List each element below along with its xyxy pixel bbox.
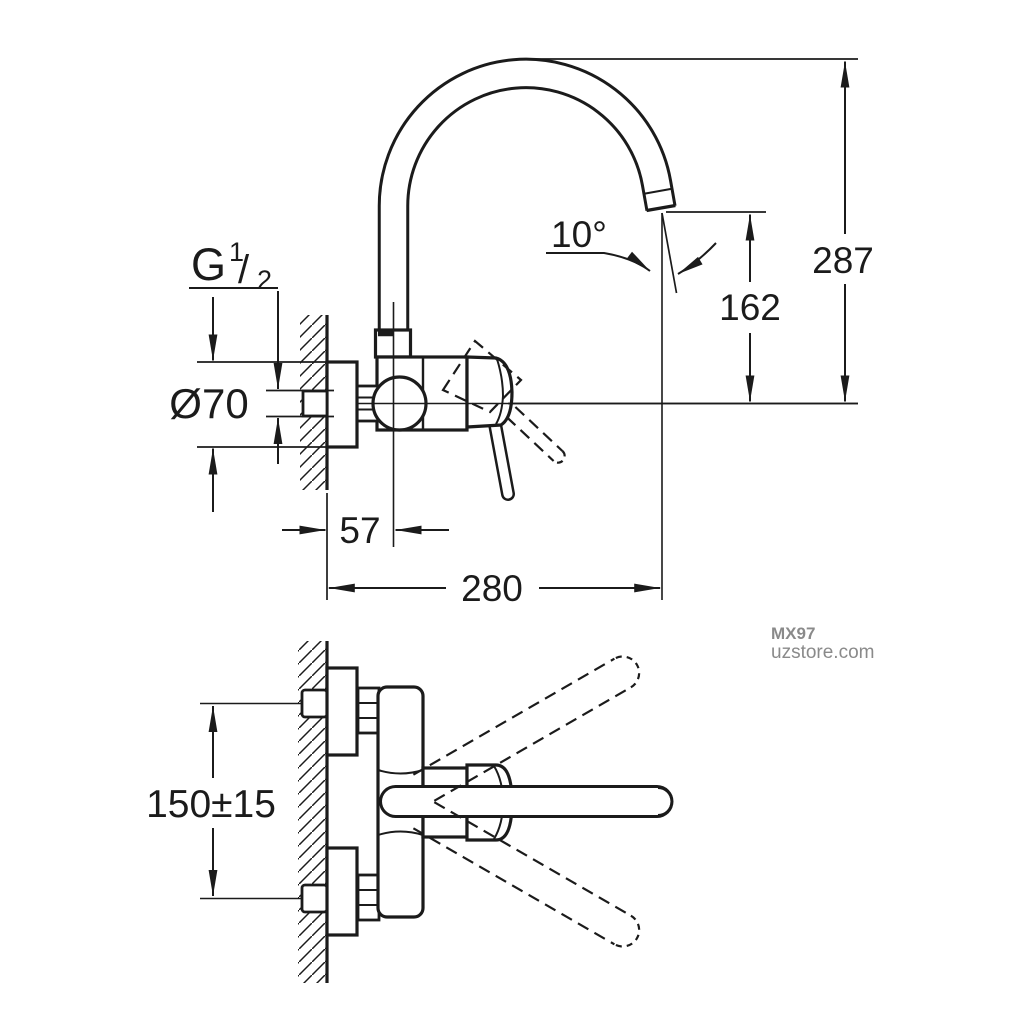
outlet-height-label: 162 xyxy=(719,287,781,328)
spout-swing-upper xyxy=(412,655,641,802)
upper-supply-fitting xyxy=(300,688,329,719)
handle-alt-edge-2 xyxy=(505,416,555,462)
swing-upper-edge-2 xyxy=(412,657,615,776)
thread-label-g: G xyxy=(191,239,226,290)
thread-label-slash: / xyxy=(238,248,250,292)
handle-inner xyxy=(490,419,513,499)
swing-lower-end xyxy=(613,914,641,948)
inlet-spacing-label: 150±15 xyxy=(146,783,276,826)
wall-axis-label: 57 xyxy=(339,510,380,551)
upper-escutcheon xyxy=(325,666,359,757)
watermark-site: uzstore.com xyxy=(771,642,874,663)
thread-label-den: 2 xyxy=(257,265,272,295)
plan-body-waist-bottom xyxy=(377,830,424,836)
spout-tip-face xyxy=(646,203,676,213)
spout-swing-lower xyxy=(412,801,641,948)
handle-alt-end xyxy=(552,450,566,464)
dim-spout-angle: 10° xyxy=(546,212,717,294)
watermark: MX97 uzstore.com xyxy=(771,624,874,663)
plan-view: 150±15 xyxy=(146,641,674,983)
gooseneck-spout xyxy=(377,57,677,352)
spout-reach-label: 280 xyxy=(461,568,523,609)
dim-thread: G 1 / 2 xyxy=(189,237,334,464)
dim-flange-diameter: Ø70 xyxy=(169,297,330,512)
lever-handle xyxy=(488,417,515,501)
overall-height-label: 287 xyxy=(812,240,874,281)
dim-wall-to-axis: 57 xyxy=(282,493,449,600)
watermark-code: MX97 xyxy=(771,624,815,643)
side-view: 10° G 1 / 2 Ø70 162 xyxy=(169,57,874,609)
swing-upper-end xyxy=(613,655,641,689)
handle-alt-position xyxy=(441,339,566,464)
cap-rim xyxy=(495,358,505,425)
lower-hex-nut xyxy=(356,873,381,922)
handle-alt-edge-1 xyxy=(514,406,564,452)
spout-inner xyxy=(380,60,674,352)
dim-spout-reach: 280 xyxy=(328,568,661,609)
plan-spout xyxy=(379,785,674,818)
escutcheon xyxy=(325,360,359,449)
upper-inlet-mount xyxy=(300,666,381,757)
dim-outlet-height: 162 xyxy=(666,211,781,402)
lower-escutcheon xyxy=(325,846,359,937)
lower-inlet-mount xyxy=(300,846,381,937)
flange-label: Ø70 xyxy=(169,380,248,427)
angle-leader-right xyxy=(677,242,717,275)
angle-tilted-line xyxy=(661,212,678,294)
supply-fitting xyxy=(301,389,329,418)
lower-supply-fitting xyxy=(300,883,329,914)
thread-label-num: 1 xyxy=(229,237,244,267)
dim-overall-height: 287 xyxy=(508,58,874,405)
plan-spout-end-rim xyxy=(657,787,673,816)
dim-inlet-spacing: 150±15 xyxy=(146,702,303,900)
handle-alt-cap xyxy=(441,339,523,414)
angle-leader-left xyxy=(546,251,651,272)
upper-hex-nut xyxy=(356,686,381,735)
angle-label: 10° xyxy=(551,214,607,255)
aerator-line xyxy=(644,187,672,195)
swing-lower-edge-2 xyxy=(412,827,615,946)
